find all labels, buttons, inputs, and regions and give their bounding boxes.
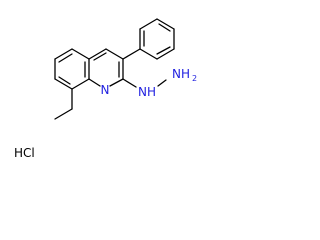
hydrazine-nh-label: NH xyxy=(138,85,156,99)
bond xyxy=(54,108,73,120)
bond xyxy=(88,48,107,60)
hydrazine-nh2-label: NH xyxy=(172,67,190,81)
bond xyxy=(139,48,158,60)
bond xyxy=(122,78,137,88)
bond xyxy=(122,48,141,60)
bond xyxy=(156,18,175,30)
bond xyxy=(71,78,90,90)
ring-nitrogen-label: N xyxy=(101,83,110,97)
bond xyxy=(88,78,101,87)
bond xyxy=(54,78,73,90)
molecule-diagram: N NH NH 2 HCl xyxy=(14,18,197,160)
hydrazine-nh2-subscript: 2 xyxy=(192,74,197,83)
bond xyxy=(71,48,90,60)
bond-double xyxy=(58,53,73,63)
bond-double xyxy=(158,23,171,32)
bond xyxy=(139,18,158,30)
bond-double xyxy=(58,76,71,85)
bond xyxy=(109,78,124,87)
bond xyxy=(156,48,175,60)
bond-double xyxy=(93,52,107,61)
bond xyxy=(157,79,167,87)
bond xyxy=(105,48,124,60)
structure-canvas: N NH NH 2 HCl xyxy=(0,0,203,169)
bond xyxy=(54,48,73,60)
hcl-salt-label: HCl xyxy=(14,146,35,160)
bond-double xyxy=(156,46,171,55)
